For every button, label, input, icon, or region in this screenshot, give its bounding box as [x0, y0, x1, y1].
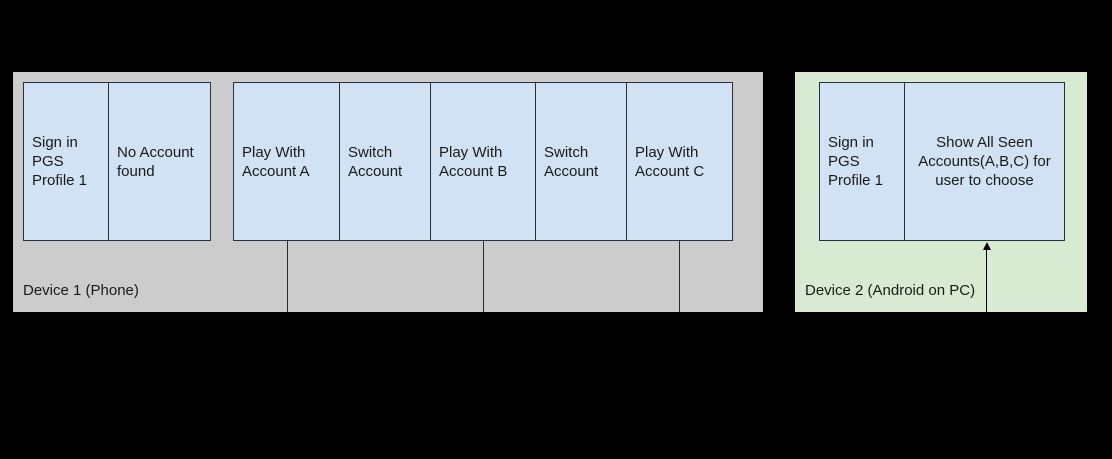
- lifeline-divider-1: [287, 240, 288, 312]
- device-1-label: Device 1 (Phone): [23, 282, 139, 299]
- accounts-sync-arrow-shaft: [986, 249, 987, 313]
- box-play-with-account-c[interactable]: Play With Account C: [635, 143, 705, 180]
- box-play-with-account-a[interactable]: Play With Account A: [234, 83, 340, 240]
- pc-signin-group: Sign in PGS Profile 1 Show All Seen Acco…: [819, 82, 1065, 241]
- lifeline-divider-3: [679, 240, 680, 312]
- accounts-sync-arrow-head: [983, 242, 991, 250]
- box-play-with-account-b[interactable]: Play With Account B: [431, 83, 536, 240]
- box-sign-in-pgs-profile-1-pc[interactable]: Sign in PGS Profile 1: [820, 83, 905, 240]
- box-no-account-found[interactable]: No Account found: [117, 143, 194, 180]
- phone-signin-group: Sign in PGS Profile 1 No Account found: [23, 82, 211, 241]
- phone-sequence-group: Play With Account A Switch Account Play …: [233, 82, 733, 241]
- device-2-label: Device 2 (Android on PC): [805, 282, 976, 299]
- box-switch-account-2[interactable]: Switch Account: [536, 83, 627, 240]
- box-sign-in-pgs-profile-1-phone[interactable]: Sign in PGS Profile 1: [24, 83, 109, 240]
- box-switch-account-1[interactable]: Switch Account: [340, 83, 431, 240]
- box-show-all-seen-accounts[interactable]: Show All Seen Accounts(A,B,C) for user t…: [918, 134, 1051, 189]
- lifeline-divider-2: [483, 240, 484, 312]
